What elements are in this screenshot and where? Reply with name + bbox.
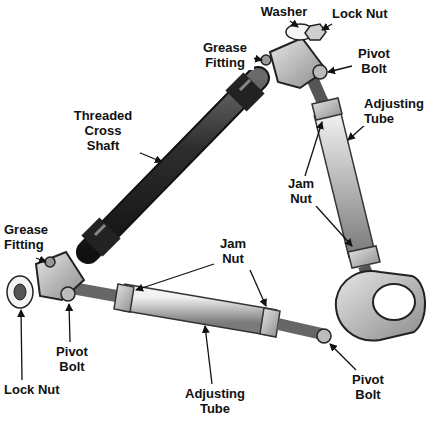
part-label: Lock Nut <box>330 6 400 21</box>
part-label: Washer <box>256 4 312 19</box>
part-label: Pivot Bolt <box>346 372 390 402</box>
part-label: Adjusting Tube <box>180 386 250 416</box>
part-label: Jam Nut <box>214 236 252 266</box>
part-label: Pivot Bolt <box>50 344 94 374</box>
part-label: Grease Fitting <box>196 40 254 70</box>
part-label: Pivot Bolt <box>352 46 396 76</box>
part-label: Threaded Cross Shaft <box>66 108 140 153</box>
top-pivot-bracket <box>261 24 327 88</box>
ball-joint-plate <box>317 271 425 343</box>
part-label: Jam Nut <box>282 176 320 206</box>
part-label: Adjusting Tube <box>362 96 428 126</box>
left-pivot-bracket <box>7 252 84 308</box>
leader-lines <box>21 21 366 384</box>
bottom-adjusting-tube <box>72 284 322 337</box>
part-label: Grease Fitting <box>2 222 54 252</box>
cross-shaft <box>88 78 258 252</box>
part-label: Lock Nut <box>2 382 72 397</box>
